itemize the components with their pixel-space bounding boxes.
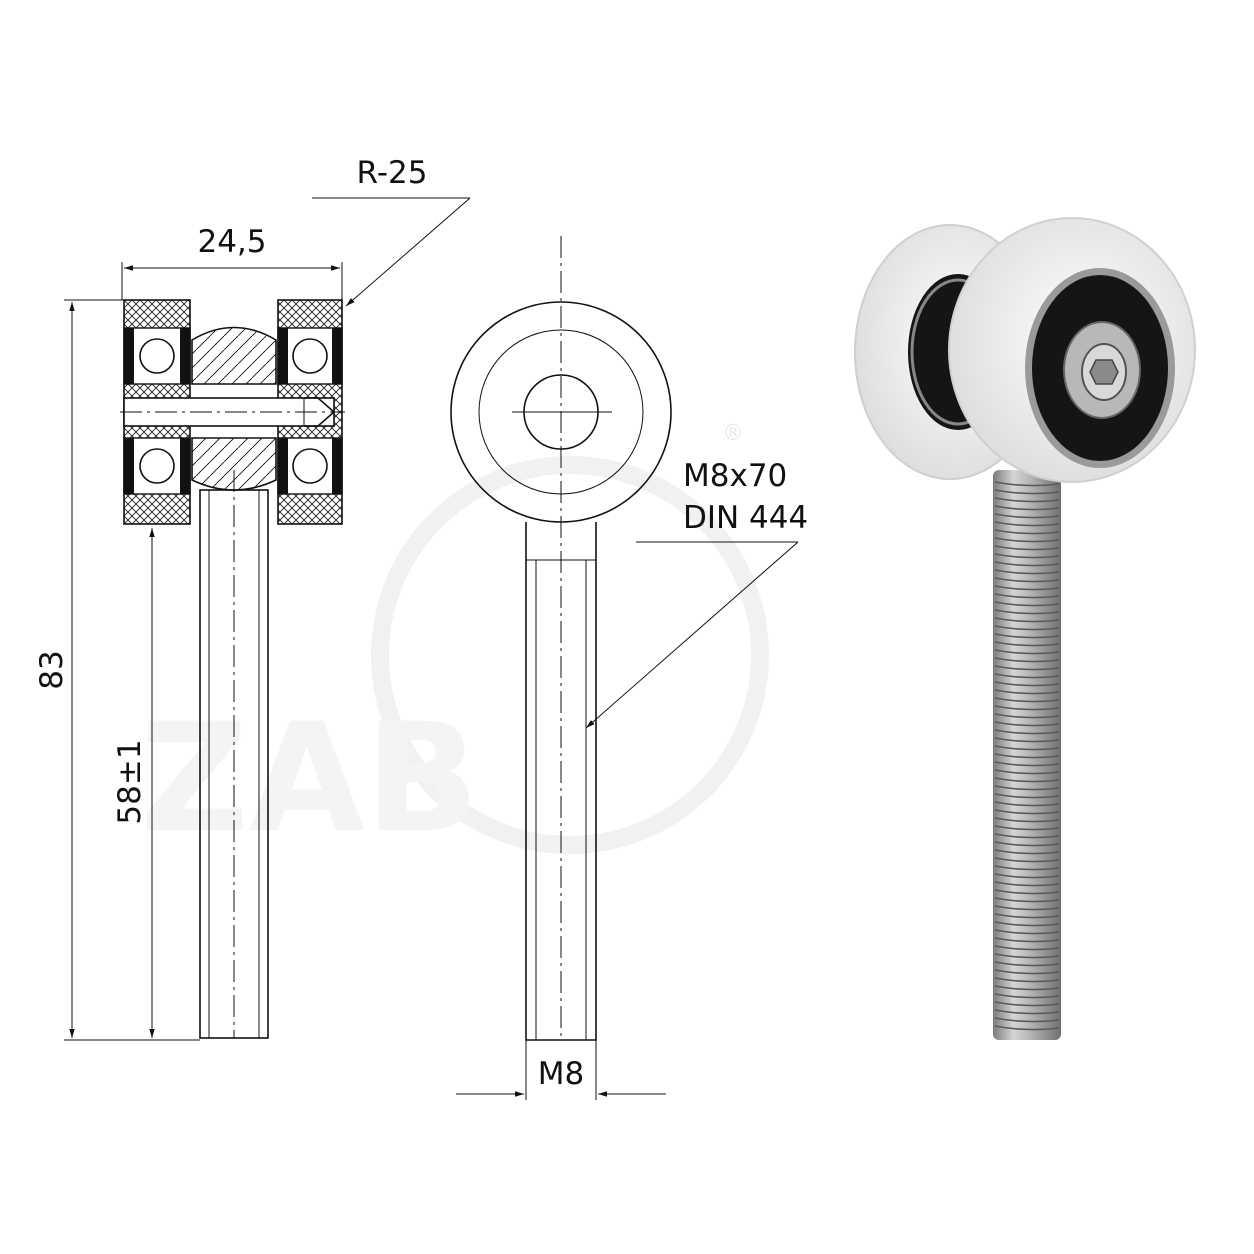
watermark: ZAB ® [140,421,769,866]
dim-height-total: 83 [34,299,200,1041]
hex-socket-icon [1089,359,1119,385]
watermark-symbol: ® [722,421,744,446]
callout-line2: DIN 444 [683,500,808,536]
hub-top [191,326,277,385]
ball-bearing [139,448,175,484]
watermark-text: ZAB [140,692,479,866]
ball-bearing [292,448,328,484]
hub-bottom [191,437,277,491]
product-photo [854,217,1196,1040]
front-wheel [948,217,1196,483]
hub-circle [523,374,599,450]
dim-height-total-label: 83 [34,650,70,689]
callout: M8x70 DIN 444 [585,458,808,729]
threaded-bolt [993,470,1061,1040]
side-view [450,236,672,1041]
dim-width-label: 24,5 [197,224,266,260]
inner-wheel-circle [478,329,644,495]
section-view [120,299,345,1039]
dim-height-axle-label: 58±1 [112,739,148,824]
callout-line1: M8x70 [683,458,787,494]
ball-bearing [139,338,175,374]
dim-height-axle: 58±1 [112,528,155,1038]
bolt-side [525,522,597,1041]
ball-bearing [292,338,328,374]
dim-width: 24,5 [121,224,343,300]
dim-thread-label: M8 [538,1056,584,1092]
dim-thread: M8 [456,1040,666,1100]
dim-radius-label: R-25 [357,155,428,191]
outer-wheel-circle [450,301,672,523]
dim-radius: R-25 [312,155,471,307]
